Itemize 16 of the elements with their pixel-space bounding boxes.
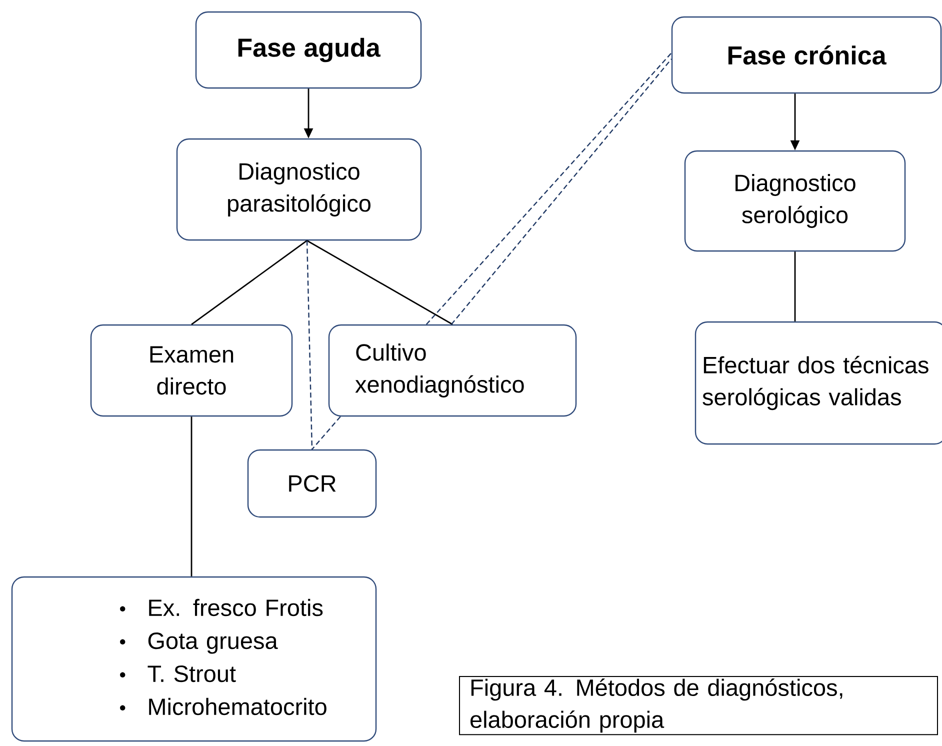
process-box: Diagnostico serológico bbox=[684, 150, 906, 252]
list-box: Ex. fresco Frotis Gota gruesa T. Strout Microhematocrito bbox=[11, 576, 377, 742]
process-box: Examen directo bbox=[90, 324, 293, 417]
process-box: Fase crónica bbox=[671, 16, 942, 94]
connector-line bbox=[190, 416, 192, 576]
process-box: PCR bbox=[247, 449, 377, 518]
connector-line bbox=[306, 240, 313, 450]
connector-line bbox=[306, 240, 453, 325]
process-box: Diagnostico parasitológico bbox=[176, 138, 422, 241]
connector-line bbox=[312, 416, 341, 450]
caption-box: Figura 4. Métodos de diagnósticos, elaboración propia bbox=[459, 676, 938, 736]
process-box: Fase aguda bbox=[195, 11, 422, 89]
process-box: Efectuar dos técnicas serológicas validas bbox=[694, 321, 942, 445]
connector-line bbox=[191, 240, 308, 325]
connector-line bbox=[794, 252, 796, 322]
process-box: Cultivo xenodiagnóstico bbox=[328, 324, 577, 417]
